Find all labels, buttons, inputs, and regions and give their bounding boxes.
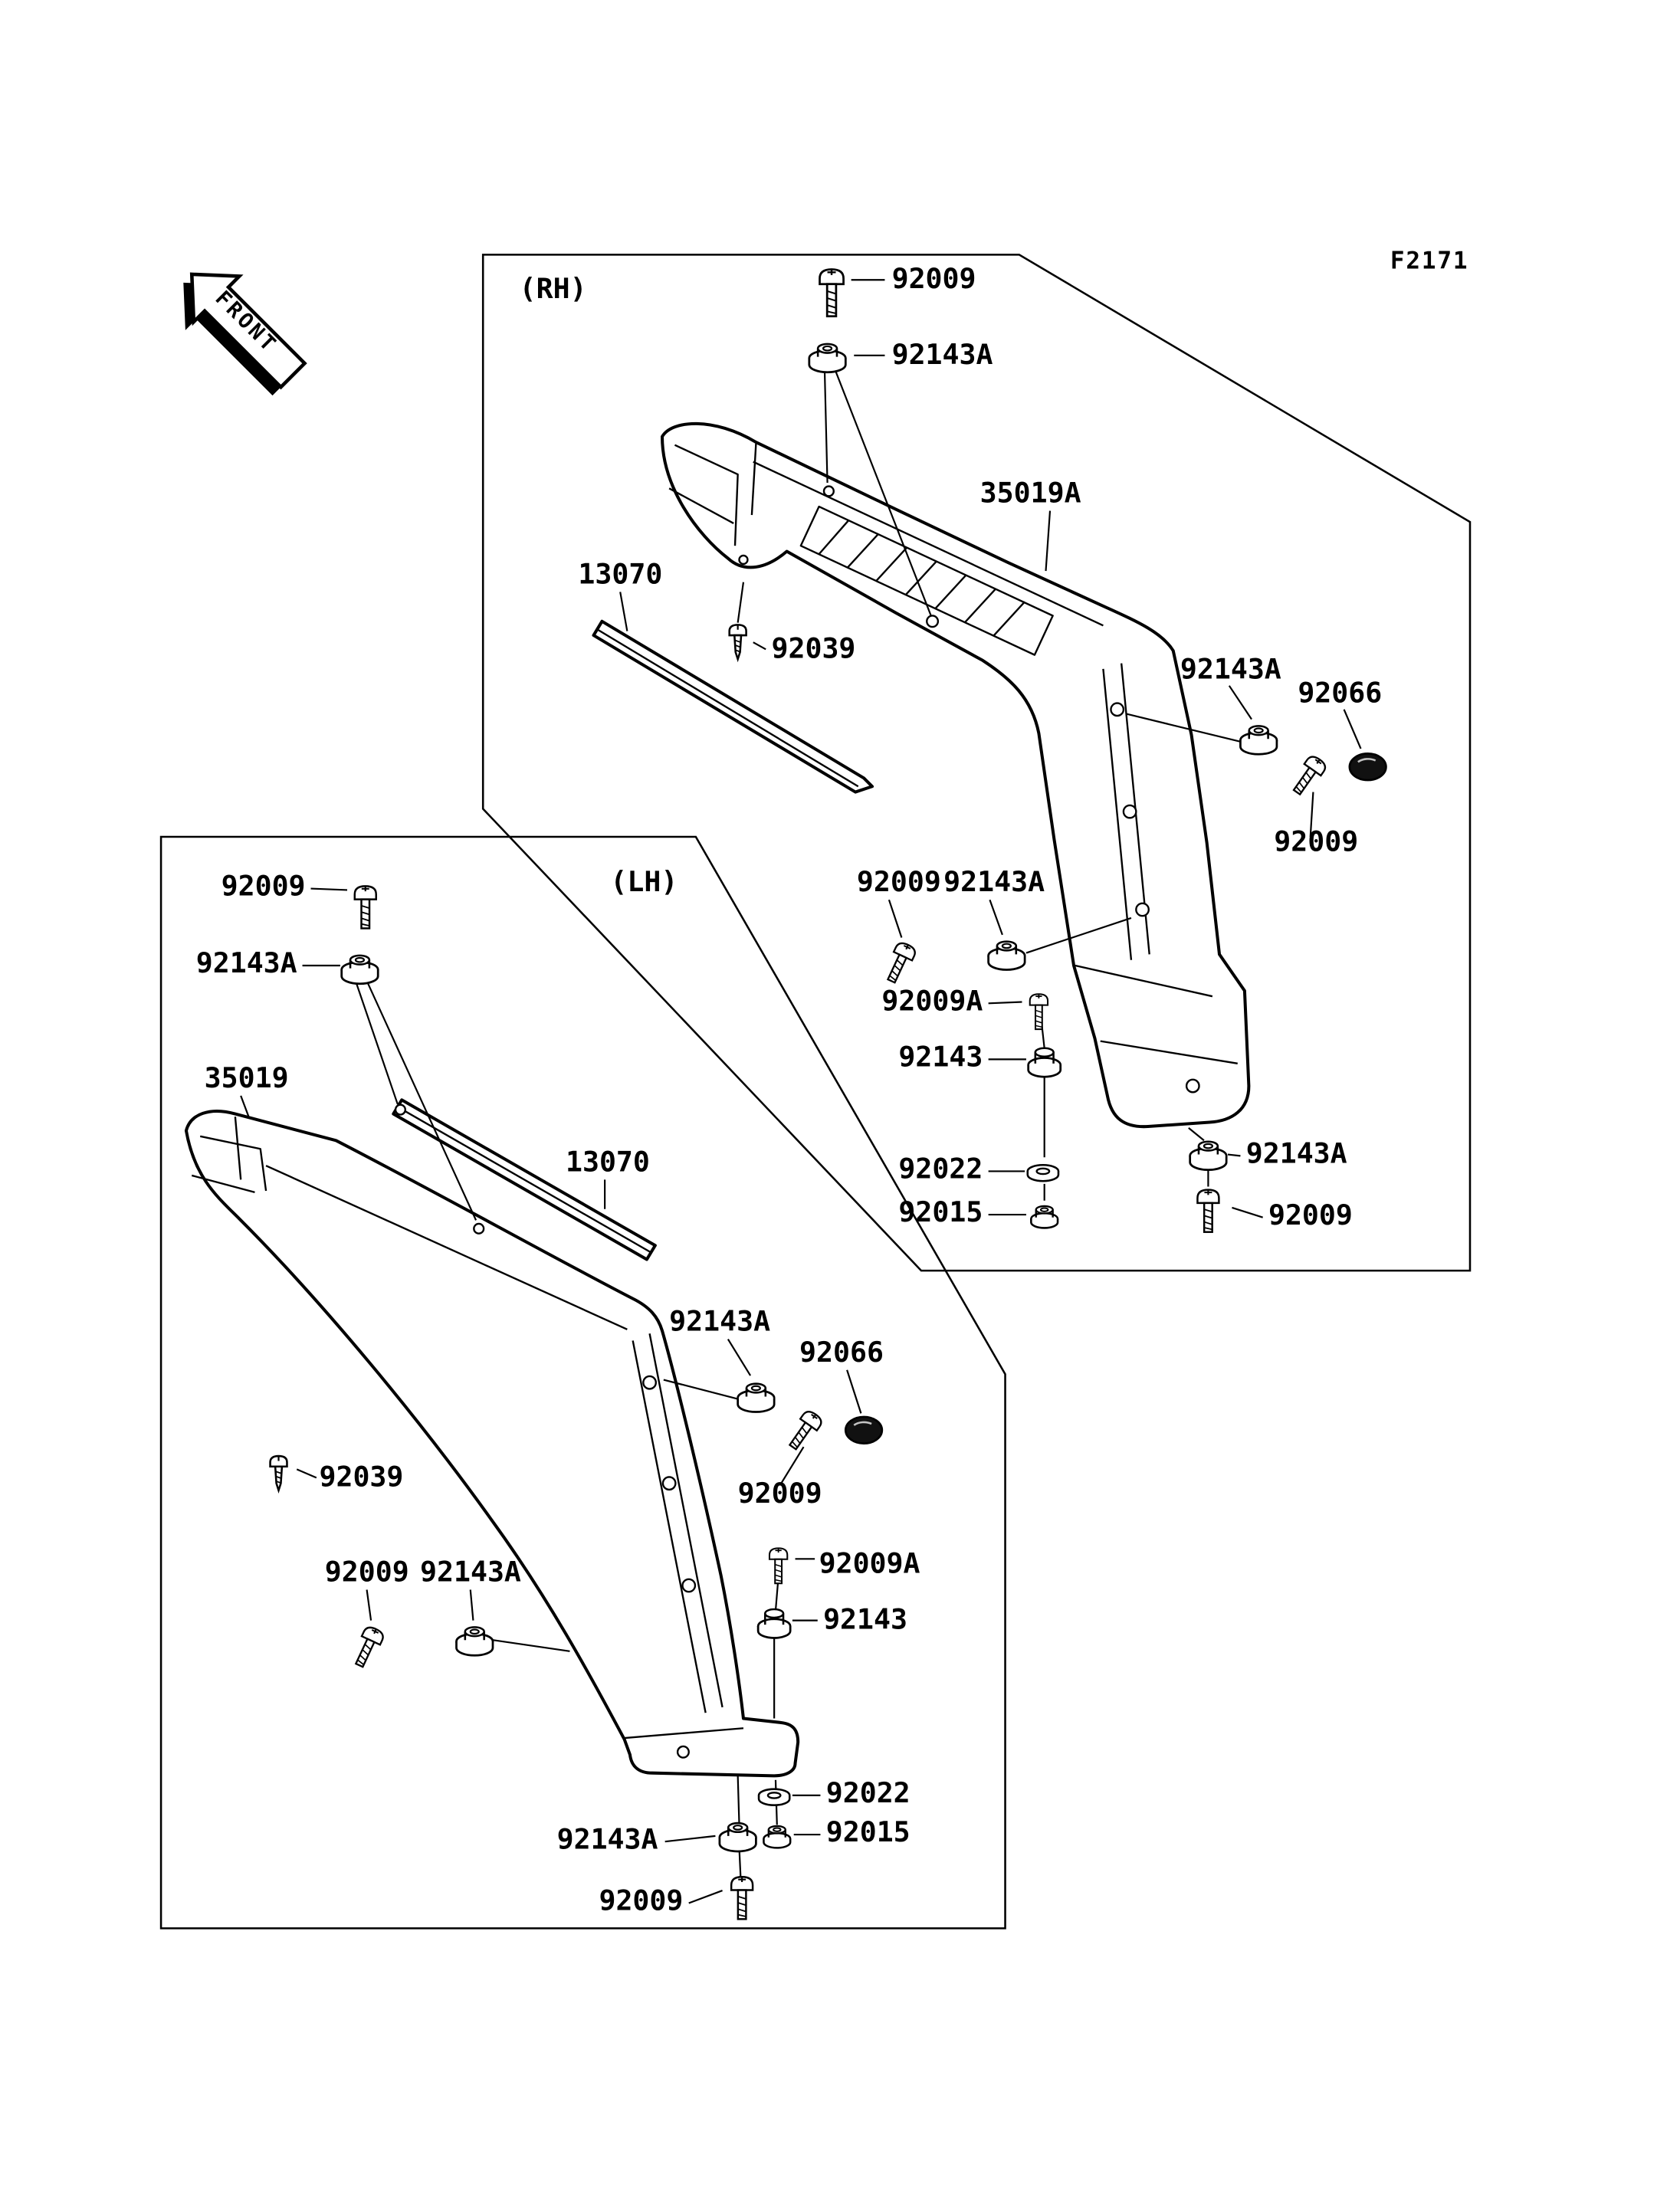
lh-nut-glyph [763,1825,792,1849]
front-arrow: FRONT [183,272,307,396]
part-label: 92022 [898,1153,983,1185]
part-label: 92143A [943,865,1045,898]
lh-screw-side-glyph [783,1408,825,1454]
part-label: 92143A [196,946,297,979]
part-label: 92009A [881,984,983,1017]
rh-panel [661,421,1251,1129]
lh-panel [184,1110,800,1778]
front-arrow-icon [189,272,307,390]
mount-hole [822,485,835,497]
part-label: 92143 [898,1041,983,1074]
lh-frame [159,835,1006,1930]
rh-grommet-side-glyph [1239,725,1278,756]
part-label: 92143A [557,1822,658,1855]
mount-hole [661,1476,677,1491]
lh-caption: (LH) [610,865,678,898]
mount-hole [676,1745,690,1759]
mount-hole [642,1375,657,1390]
lh-grommet-bot-glyph [718,1822,757,1853]
part-label: 92009 [599,1884,683,1917]
figure-code: F2171 [1390,248,1469,275]
lh-grommet-mid-glyph [455,1626,494,1657]
mount-hole [1110,702,1125,717]
rh-washer-glyph [1026,1163,1060,1182]
part-label: 92143A [669,1305,770,1338]
lh-screw-a-glyph [768,1547,789,1585]
rh-capnut-glyph [1027,1047,1062,1078]
rh-assembly: (RH) 92009 92143A 35019A [481,254,1472,1272]
lh-capnut-glyph [756,1608,792,1639]
part-label: 92009 [1268,1199,1353,1231]
part-label: 92009 [892,262,976,295]
lh-screw-top-glyph [353,885,377,930]
lh-grommet-side-glyph [737,1382,776,1413]
rh-plug-glyph [1348,752,1387,782]
rh-nut-glyph [1030,1205,1059,1229]
part-label: 92015 [826,1815,911,1848]
part-label: 13070 [578,557,662,590]
part-label: 92143A [1246,1137,1347,1170]
rh-caption: (RH) [520,272,587,305]
rh-frame [481,254,1472,1272]
part-label: 92143A [892,338,993,371]
lh-grommet-top-glyph [340,954,379,985]
rh-grommet-bot-glyph [1189,1140,1228,1172]
part-label: 92066 [799,1336,884,1369]
part-label: 92022 [826,1776,911,1809]
lh-plug-glyph [844,1415,884,1445]
part-label: 92039 [319,1460,403,1493]
rh-screw-mid-glyph [881,939,919,986]
mount-hole [738,554,749,566]
part-label: 92143A [1180,653,1281,686]
mount-hole [681,1578,697,1593]
part-label: 92009 [738,1477,822,1510]
mount-hole [1135,902,1150,917]
rh-panel-details [668,443,1238,1065]
rh-grommet-mid-glyph [987,940,1026,971]
part-label: 35019 [205,1061,289,1094]
lh-screw-bot-glyph [730,1876,754,1920]
part-label: 92009 [325,1556,409,1589]
part-label: 92009A [819,1547,920,1580]
part-label: 92066 [1298,677,1382,710]
lh-assembly: (LH) 92009 92143A 35019 13070 [159,835,1006,1930]
lh-panel-details [191,1117,744,1740]
lh-washer-glyph [757,1788,791,1806]
mount-hole [1185,1078,1200,1094]
rh-tap-screw-glyph [728,624,747,661]
part-label: 92039 [771,631,855,664]
part-label: 92143A [420,1556,521,1589]
rh-screw-top-glyph [819,268,845,318]
part-label: 92009 [857,865,941,898]
mount-hole [473,1222,485,1235]
mount-hole [926,615,940,628]
rh-screw-a-glyph [1029,993,1049,1031]
lh-trim-strip-line [397,1106,651,1254]
rh-trim-strip [592,619,874,794]
part-label: 13070 [566,1145,650,1178]
part-label: 35019A [980,477,1081,510]
rh-leader-lines [619,279,1362,1218]
lh-tap-screw-glyph [269,1454,288,1492]
rh-screw-side-glyph [1288,753,1329,799]
rh-grommet-top-glyph [808,343,847,374]
rh-screw-bot-glyph [1196,1189,1220,1233]
part-label: 92009 [221,870,306,903]
rh-trim-strip-line [597,628,859,788]
lh-screw-mid-glyph [349,1624,386,1671]
part-label: 92009 [1274,825,1358,857]
mount-hole [394,1103,407,1116]
mount-hole [1122,804,1137,819]
part-label: 92143 [823,1603,907,1636]
